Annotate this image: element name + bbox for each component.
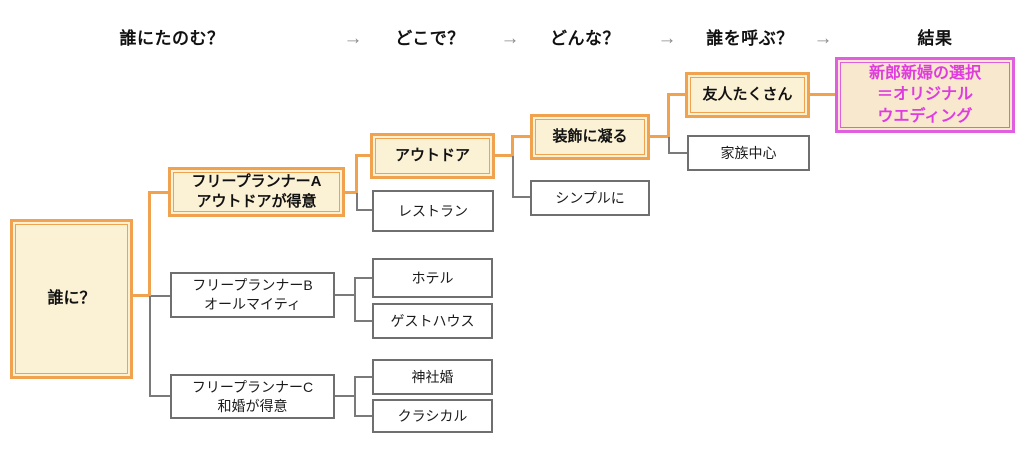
flow-arrow-icon: →	[500, 28, 520, 49]
connector-line	[355, 154, 370, 157]
connector-line	[511, 135, 530, 138]
node-label: ホテル	[411, 269, 454, 286]
connector-line	[667, 93, 685, 96]
node-planner-b: フリープランナーB オールマイティ	[170, 272, 335, 318]
node-label: 神社婚	[411, 368, 454, 385]
node-label: オールマイティ	[204, 296, 301, 312]
connector-line	[133, 294, 151, 297]
node-style-simple: シンプルに	[530, 180, 650, 216]
node-label: ＝オリジナル	[876, 86, 973, 104]
node-label: フリープランナーA	[191, 172, 322, 190]
node-venue-hotel: ホテル	[372, 258, 493, 298]
node-label: 友人たくさん	[702, 85, 793, 103]
connector-line	[148, 191, 151, 297]
connector-line	[495, 154, 514, 157]
connector-line	[512, 156, 514, 198]
connector-line	[335, 294, 356, 296]
column-header-what-kind: どんな？	[550, 29, 620, 48]
connector-line	[149, 296, 151, 397]
node-label: レストラン	[398, 202, 468, 219]
node-style-decorate: 装飾に凝る	[530, 114, 650, 160]
flow-arrow-icon: →	[657, 28, 677, 49]
connector-line	[354, 376, 356, 417]
node-label: シンプルに	[555, 189, 625, 206]
flow-arrow-icon: →	[813, 28, 833, 49]
connector-line	[354, 277, 356, 322]
node-label: 家族中心	[720, 144, 777, 161]
connector-line	[810, 93, 835, 96]
connector-line	[345, 191, 357, 194]
connector-line	[650, 135, 670, 138]
connector-line	[356, 209, 372, 211]
node-label: 新郎新婦の選択	[868, 64, 981, 82]
column-header-result: 結果	[917, 29, 953, 48]
connector-line	[354, 415, 372, 417]
connector-line	[151, 295, 170, 297]
node-label: ウエディング	[877, 107, 973, 125]
column-header-where: どこで？	[395, 29, 465, 48]
connector-line	[354, 277, 372, 279]
connector-line	[668, 137, 670, 154]
connector-line	[356, 193, 358, 211]
node-label: 誰に？	[47, 290, 96, 308]
flow-arrow-icon: →	[343, 28, 363, 49]
connector-line	[354, 320, 372, 322]
connector-line	[335, 395, 356, 397]
connector-line	[151, 395, 170, 397]
connector-line	[354, 376, 372, 378]
node-planner-a: フリープランナーA アウトドアが得意	[168, 167, 345, 217]
node-label: 和婚が得意	[217, 397, 288, 414]
node-label: アウトドアが得意	[196, 193, 317, 210]
connector-line	[667, 93, 670, 138]
node-label: フリープランナーB	[192, 277, 313, 294]
connector-line	[512, 196, 530, 198]
node-venue-restaurant: レストラン	[372, 190, 494, 232]
node-label: アウトドア	[394, 146, 470, 164]
node-guests-friends: 友人たくさん	[685, 72, 810, 118]
node-label: クラシカル	[397, 407, 468, 424]
connector-line	[148, 191, 168, 194]
node-venue-shrine: 神社婚	[372, 359, 493, 395]
node-label: 装飾に凝る	[552, 127, 628, 145]
node-venue-classical: クラシカル	[372, 399, 493, 433]
node-result: 新郎新婦の選択 ＝オリジナル ウエディング	[835, 57, 1015, 133]
node-venue-guesthouse: ゲストハウス	[372, 303, 493, 339]
node-root-who: 誰に？	[10, 219, 133, 379]
node-label: ゲストハウス	[390, 312, 475, 329]
node-guests-family: 家族中心	[687, 135, 810, 171]
node-venue-outdoor: アウトドア	[370, 133, 495, 179]
connector-line	[511, 135, 514, 157]
connector-line	[668, 152, 687, 154]
node-planner-c: フリープランナーC 和婚が得意	[170, 374, 335, 419]
column-header-who-to-invite: 誰を呼ぶ？	[706, 29, 794, 48]
connector-line	[355, 154, 358, 194]
node-label: フリープランナーC	[191, 378, 314, 395]
column-header-who-to-ask: 誰にたのむ？	[119, 29, 225, 48]
